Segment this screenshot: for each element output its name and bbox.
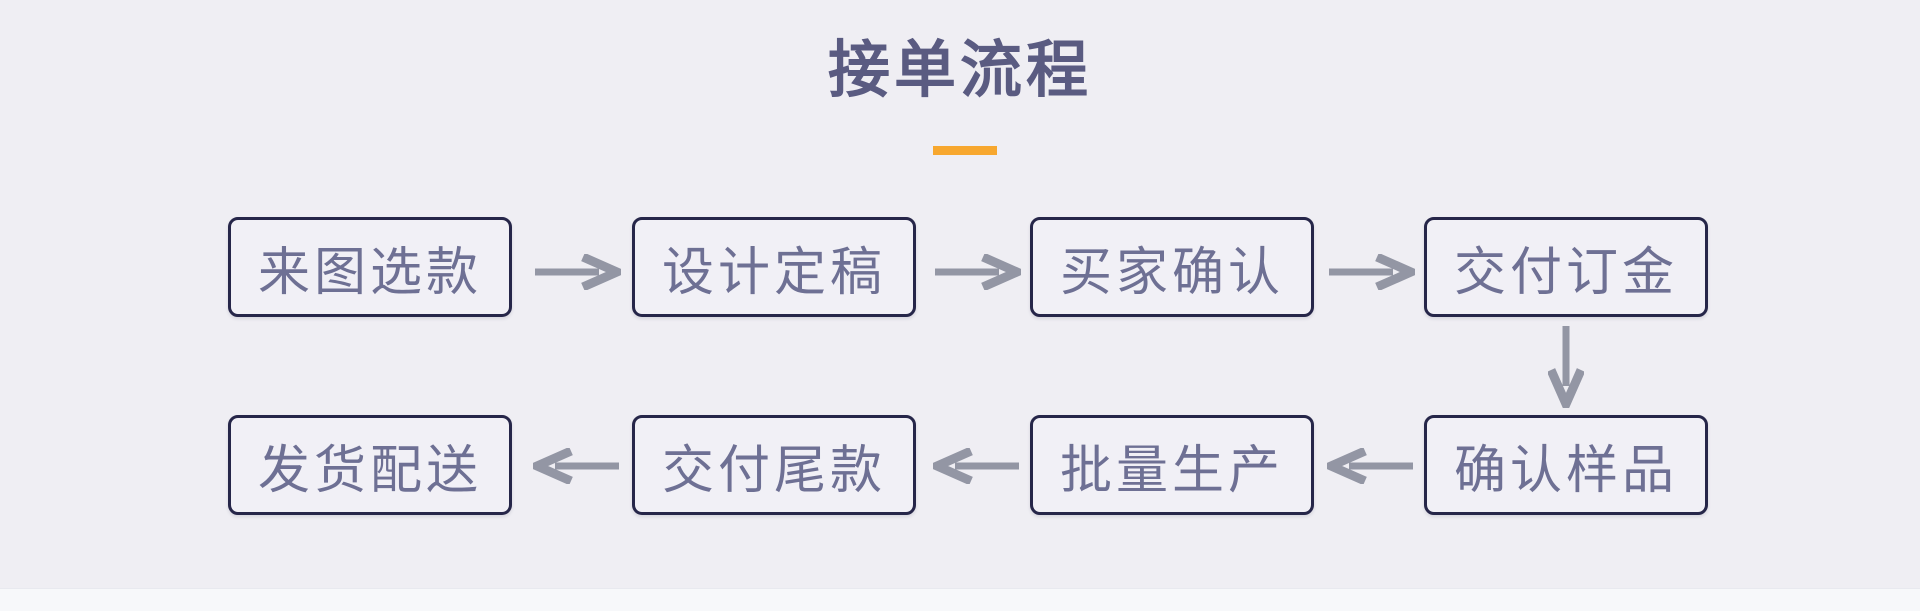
- step-box-4: 交付订金: [1424, 217, 1708, 317]
- step-box-7: 交付尾款: [632, 415, 916, 515]
- step-box-8: 发货配送: [228, 415, 512, 515]
- step-box-3: 买家确认: [1030, 217, 1314, 317]
- step-label: 设计定稿: [661, 244, 886, 302]
- arrow-right-icon: [933, 254, 1021, 290]
- step-label: 交付订金: [1453, 244, 1678, 302]
- step-box-6: 批量生产: [1030, 415, 1314, 515]
- arrow-left-icon: [1327, 448, 1415, 484]
- step-box-2: 设计定稿: [632, 217, 916, 317]
- title-accent-bar: [933, 146, 997, 155]
- step-label: 发货配送: [257, 442, 482, 500]
- step-label: 批量生产: [1059, 442, 1284, 500]
- arrow-left-icon: [933, 448, 1021, 484]
- footer-strip: [0, 588, 1920, 611]
- page-title: 接单流程: [827, 37, 1092, 105]
- step-label: 来图选款: [257, 244, 482, 302]
- arrow-down-icon: [1548, 324, 1584, 408]
- step-label: 交付尾款: [661, 442, 886, 500]
- arrow-left-icon: [533, 448, 621, 484]
- arrow-right-icon: [533, 254, 621, 290]
- step-label: 买家确认: [1059, 244, 1284, 302]
- step-box-1: 来图选款: [228, 217, 512, 317]
- step-label: 确认样品: [1453, 442, 1678, 500]
- step-box-5: 确认样品: [1424, 415, 1708, 515]
- arrow-right-icon: [1327, 254, 1415, 290]
